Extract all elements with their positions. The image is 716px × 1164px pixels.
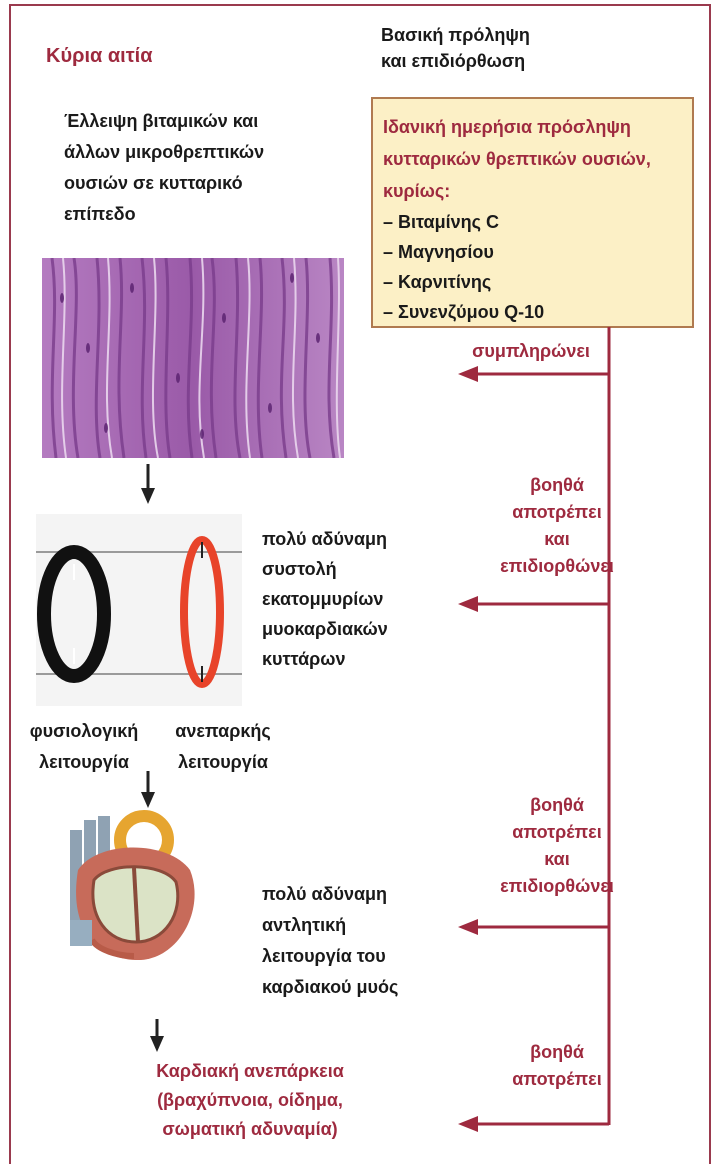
heart-image [58,810,208,960]
cause-text-line: ουσιών σε κυτταρικό [64,168,264,199]
pump-text-line: πολύ αδύναμη [262,879,398,910]
outcome-line: Καρδιακή ανεπάρκεια [100,1057,400,1086]
arrow-label-line: και [482,526,632,553]
arrow-label-line: αποτρέπει [482,1066,632,1093]
prevention-title: Βασική πρόληψη και επιδιόρθωση [381,22,530,74]
contraction-text-line: συστολή [262,554,388,584]
nutrient-item: – Καρνιτίνης [383,267,682,297]
arrow-label-helps-prevent-repair: βοηθά αποτρέπει και επιδιορθώνει [482,792,632,900]
nutrient-item: – Μαγνησίου [383,237,682,267]
normal-function-label-line: φυσιολογική [19,716,149,747]
cause-text-line: Έλλειψη βιταμικών και [64,106,264,137]
outcome-line: σωματική αδυναμία) [100,1115,400,1144]
arrow-label-line: αποτρέπει [482,819,632,846]
cause-text-line: άλλων μικροθρεπτικών [64,137,264,168]
arrow-label-line: και [482,846,632,873]
arrow-label-helps-prevent: βοηθά αποτρέπει [482,1039,632,1093]
nutrient-box-head: κυτταρικών θρεπτικών ουσιών, [383,143,682,175]
normal-function-label-line: λειτουργία [19,747,149,778]
pump-text: πολύ αδύναμη αντλητική λειτουργία του κα… [262,879,398,1003]
insufficient-function-label-line: ανεπαρκής [158,716,288,747]
outcome-text: Καρδιακή ανεπάρκεια (βραχύπνοια, οίδημα,… [100,1057,400,1144]
arrow-label-line: επιδιορθώνει [482,873,632,900]
nutrient-box: Ιδανική ημερήσια πρόσληψη κυτταρικών θρε… [371,97,694,328]
outcome-line: (βραχύπνοια, οίδημα, [100,1086,400,1115]
arrow-label-supplements: συμπληρώνει [456,338,606,365]
nutrient-item: – Συνενζύμου Q-10 [383,297,682,327]
contraction-text-line: κυττάρων [262,644,388,674]
arrow-label-line: αποτρέπει [482,499,632,526]
cause-title: Κύρια αιτία [46,43,153,69]
normal-function-label: φυσιολογική λειτουργία [19,716,149,778]
nutrient-box-head: Ιδανική ημερήσια πρόσληψη [383,111,682,143]
cause-text-line: επίπεδο [64,199,264,230]
prevention-title-line-1: Βασική πρόληψη [381,22,530,48]
arrow-label-line: βοηθά [482,792,632,819]
prevention-title-line-2: και επιδιόρθωση [381,48,530,74]
cause-text: Έλλειψη βιταμικών και άλλων μικροθρεπτικ… [64,106,264,230]
contraction-text-line: εκατομμυρίων [262,584,388,614]
pump-text-line: λειτουργία του [262,941,398,972]
cell-contraction-diagram [36,514,242,706]
insufficient-function-label: ανεπαρκής λειτουργία [158,716,288,778]
contraction-text-line: πολύ αδύναμη [262,524,388,554]
pump-text-line: αντλητική [262,910,398,941]
nutrient-item: – Βιταμίνης C [383,207,682,237]
contraction-text: πολύ αδύναμη συστολή εκατομμυρίων μυοκαρ… [262,524,388,674]
contraction-text-line: μυοκαρδιακών [262,614,388,644]
arrow-label-helps-prevent-repair: βοηθά αποτρέπει και επιδιορθώνει [482,472,632,580]
insufficient-function-label-line: λειτουργία [158,747,288,778]
nutrient-box-head: κυρίως: [383,175,682,207]
arrow-label-line: βοηθά [482,1039,632,1066]
pump-text-line: καρδιακού μυός [262,972,398,1003]
arrow-label-line: επιδιορθώνει [482,553,632,580]
arrow-label-line: βοηθά [482,472,632,499]
muscle-tissue-image [42,258,344,458]
